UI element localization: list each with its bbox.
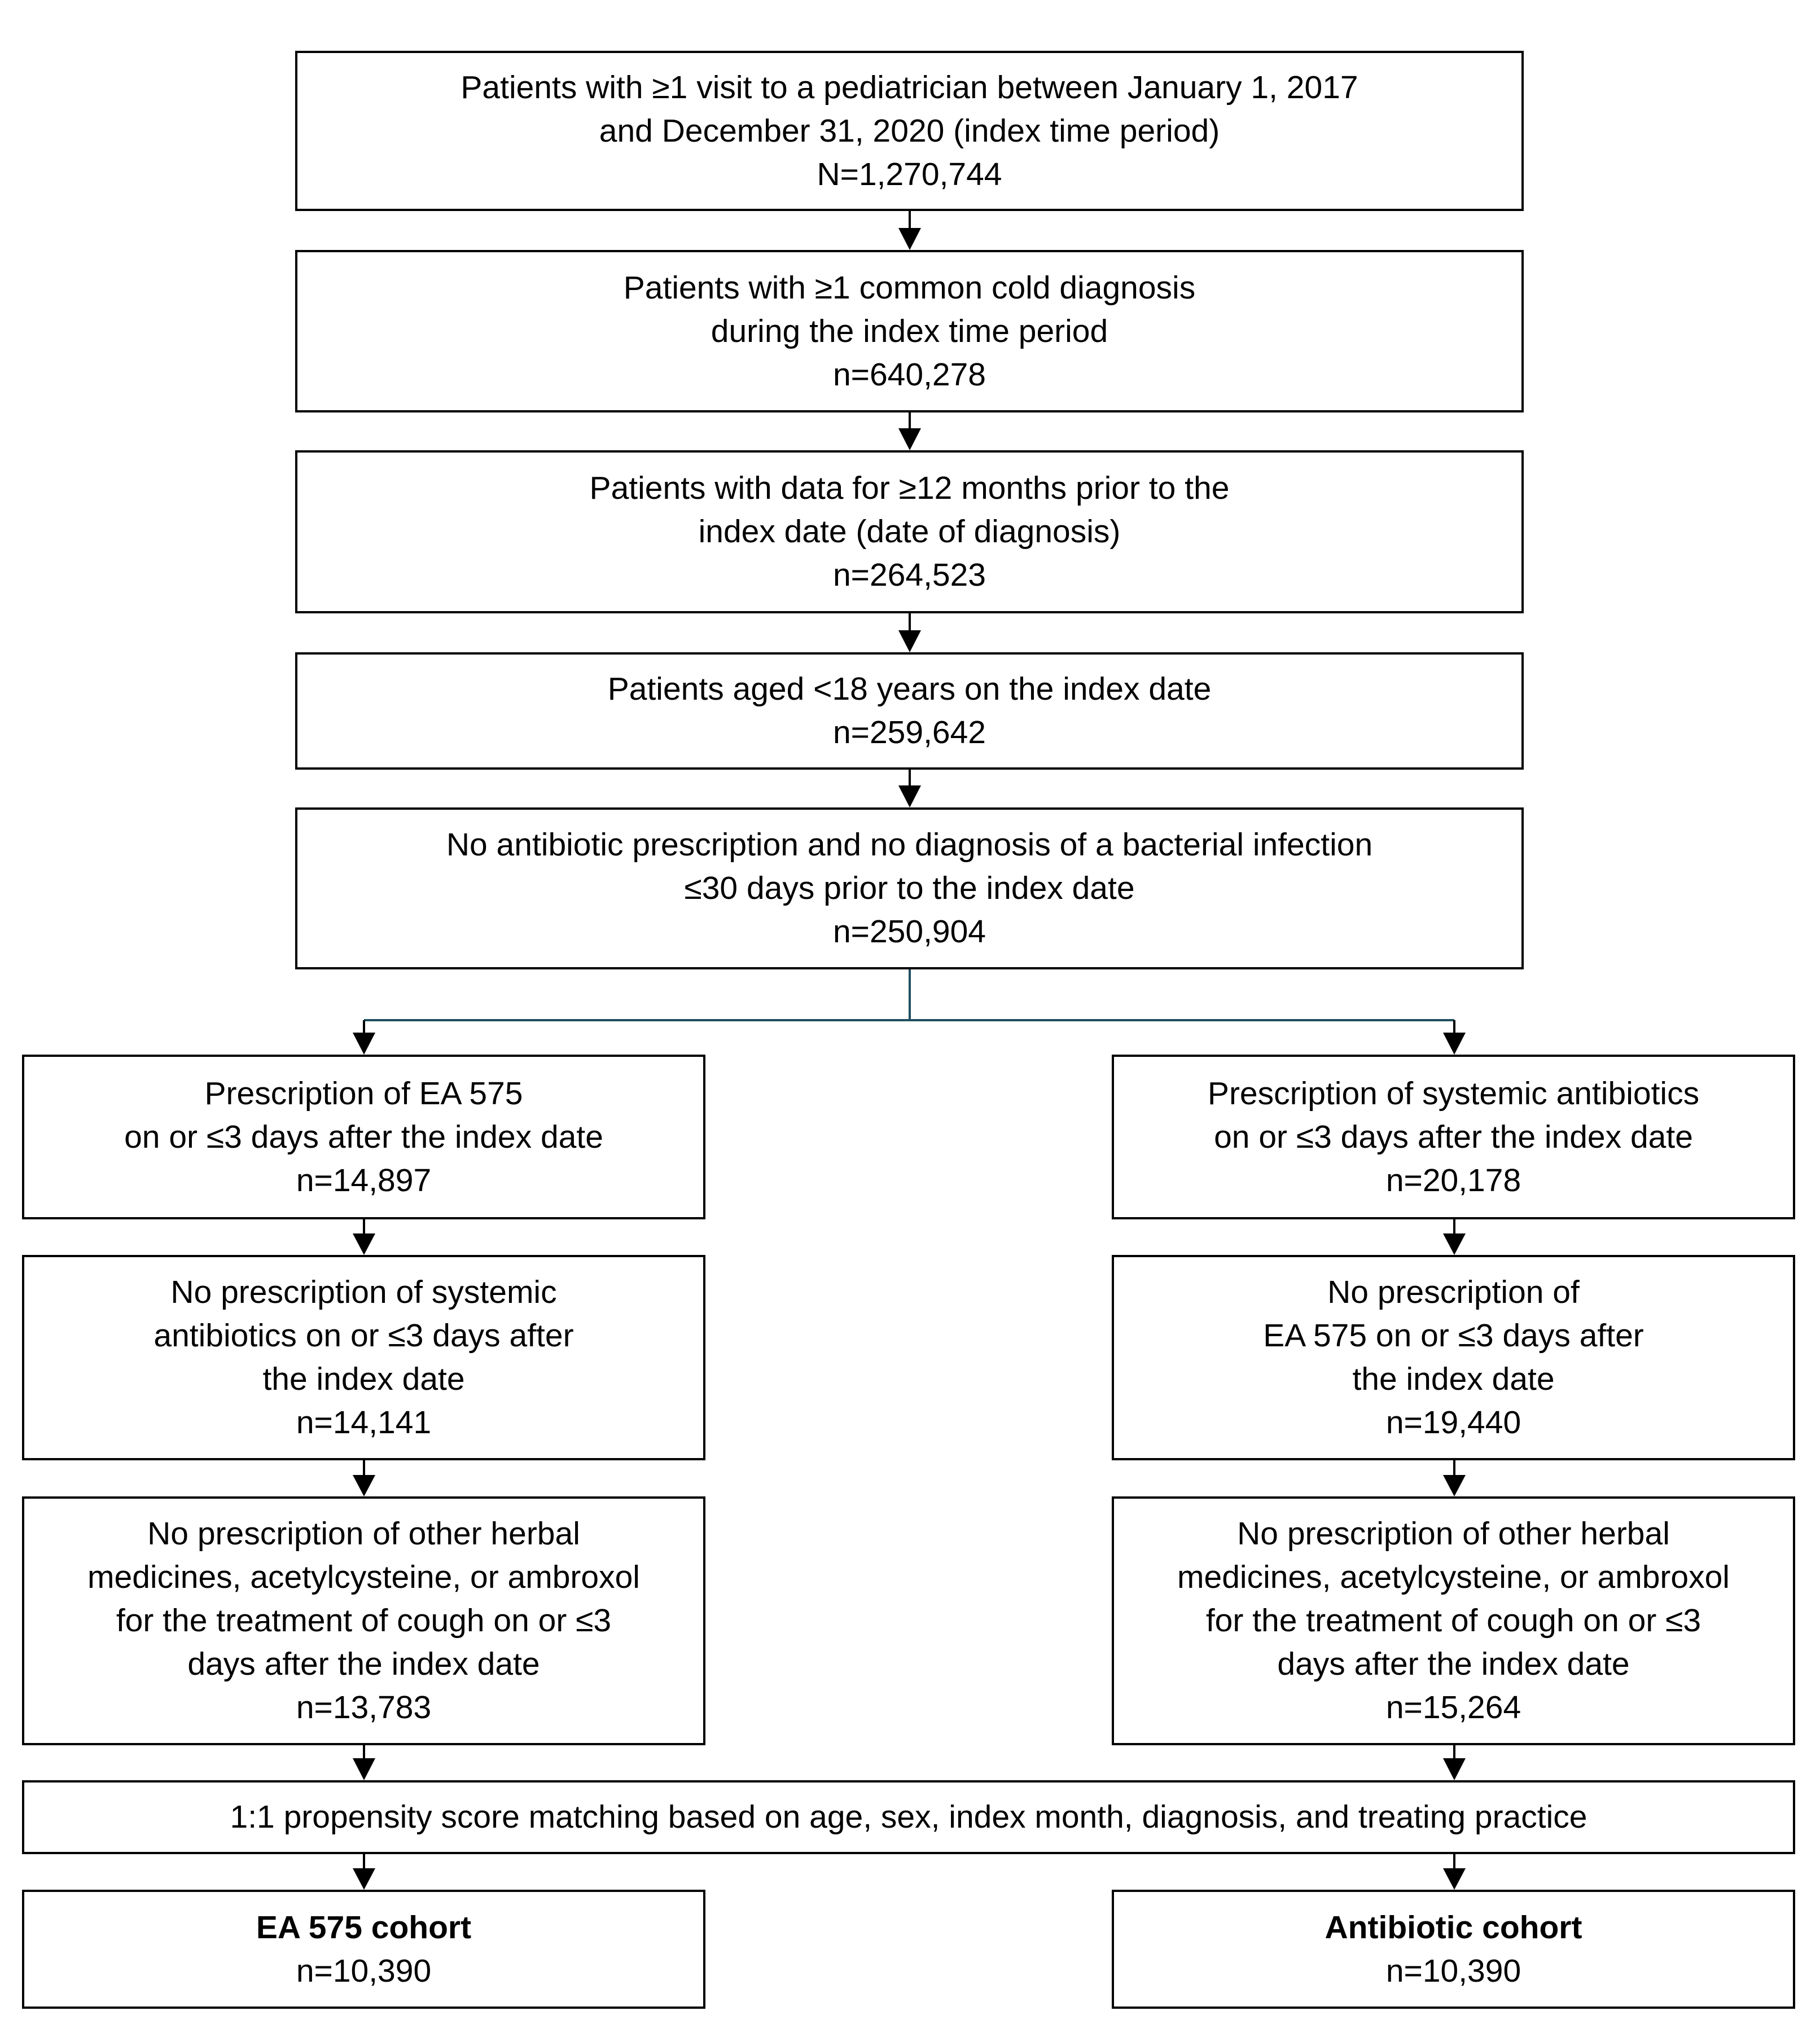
box-text-line: No antibiotic prescription and no diagno… <box>446 827 1373 863</box>
box-text-line: antibiotics on or ≤3 days after <box>154 1318 574 1354</box>
box-text-line: the index date <box>1352 1361 1555 1397</box>
box-age: Patients aged <18 years on the index dat… <box>295 652 1524 770</box>
box-text-line: index date (date of diagnosis) <box>698 513 1121 550</box>
cohort-title: Antibiotic cohort <box>1325 1909 1582 1946</box>
box-count: n=10,390 <box>296 1952 432 1989</box>
box-left-ea575-prescription: Prescription of EA 575 on or ≤3 days aft… <box>22 1055 705 1219</box>
box-count: n=14,897 <box>296 1162 432 1198</box>
box-left-no-other-herbal: No prescription of other herbal medicine… <box>22 1496 705 1745</box>
box-prior-data: Patients with data for ≥12 months prior … <box>295 450 1524 613</box>
box-text-line: No prescription of other herbal <box>1237 1516 1670 1552</box>
box-text-line: for the treatment of cough on or ≤3 <box>116 1602 612 1639</box>
arrow <box>1443 1218 1466 1255</box>
box-text-line: days after the index date <box>187 1646 540 1682</box>
box-text-line: 1:1 propensity score matching based on a… <box>230 1799 1587 1835</box>
split-connector <box>353 968 1466 1055</box>
box-text-line: and December 31, 2020 (index time period… <box>599 112 1220 149</box>
arrow <box>898 411 921 450</box>
box-text-line: on or ≤3 days after the index date <box>1214 1118 1693 1155</box>
box-text-line: for the treatment of cough on or ≤3 <box>1205 1602 1701 1639</box>
arrow <box>353 1744 375 1780</box>
cohort-title: EA 575 cohort <box>256 1909 472 1946</box>
arrow <box>353 1459 375 1496</box>
box-count: n=13,783 <box>296 1689 432 1726</box>
box-propensity-matching: 1:1 propensity score matching based on a… <box>22 1780 1795 1854</box>
box-count: n=20,178 <box>1385 1162 1521 1198</box>
box-text-line: No prescription of <box>1327 1274 1580 1310</box>
arrow <box>1443 1853 1466 1890</box>
box-text-line: during the index time period <box>711 313 1108 349</box>
box-text-line: No prescription of systemic <box>170 1274 557 1310</box>
arrow <box>353 1218 375 1255</box>
box-ea575-cohort: EA 575 cohort n=10,390 <box>22 1890 705 2009</box>
box-count: n=640,278 <box>832 356 986 393</box>
box-text-line: Patients with data for ≥12 months prior … <box>589 470 1230 506</box>
box-common-cold: Patients with ≥1 common cold diagnosis d… <box>295 250 1524 412</box>
box-antibiotic-cohort: Antibiotic cohort n=10,390 <box>1112 1890 1795 2009</box>
arrow <box>898 769 921 807</box>
box-text-line: EA 575 on or ≤3 days after <box>1263 1318 1644 1354</box>
box-text-line: on or ≤3 days after the index date <box>124 1118 603 1155</box>
box-text-line: the index date <box>262 1361 465 1397</box>
arrow <box>353 1853 375 1890</box>
box-text-line: medicines, acetylcysteine, or ambroxol <box>1177 1559 1730 1595</box>
box-text-line: No prescription of other herbal <box>147 1516 580 1552</box>
box-text-line: Patients with ≥1 common cold diagnosis <box>623 269 1196 306</box>
box-left-no-antibiotics: No prescription of systemic antibiotics … <box>22 1255 705 1460</box>
box-right-no-ea575: No prescription of EA 575 on or ≤3 days … <box>1112 1255 1795 1460</box>
box-count: n=259,642 <box>832 714 986 750</box>
arrow <box>1443 1459 1466 1496</box>
box-all-patients: Patients with ≥1 visit to a pediatrician… <box>295 51 1524 211</box>
box-text-line: days after the index date <box>1277 1646 1630 1682</box>
box-text-line: Patients aged <18 years on the index dat… <box>607 671 1212 707</box>
box-count: n=264,523 <box>832 557 986 593</box>
box-count: n=10,390 <box>1385 1952 1521 1989</box>
box-text-line: ≤30 days prior to the index date <box>684 870 1135 906</box>
box-count: n=250,904 <box>832 914 986 950</box>
box-count: n=19,440 <box>1385 1404 1521 1441</box>
box-text-line: medicines, acetylcysteine, or ambroxol <box>87 1559 640 1595</box>
box-count: N=1,270,744 <box>817 156 1002 192</box>
arrow <box>898 210 921 250</box>
box-no-antibiotic: No antibiotic prescription and no diagno… <box>295 807 1524 969</box>
arrow <box>898 612 921 652</box>
box-count: n=15,264 <box>1385 1689 1521 1726</box>
box-right-antibiotic-prescription: Prescription of systemic antibiotics on … <box>1112 1055 1795 1219</box>
box-text-line: Patients with ≥1 visit to a pediatrician… <box>461 69 1358 106</box>
box-count: n=14,141 <box>296 1404 432 1441</box>
box-text-line: Prescription of systemic antibiotics <box>1207 1075 1700 1112</box>
arrow <box>1443 1744 1466 1780</box>
box-right-no-other-herbal: No prescription of other herbal medicine… <box>1112 1496 1795 1745</box>
box-text-line: Prescription of EA 575 <box>204 1075 523 1112</box>
